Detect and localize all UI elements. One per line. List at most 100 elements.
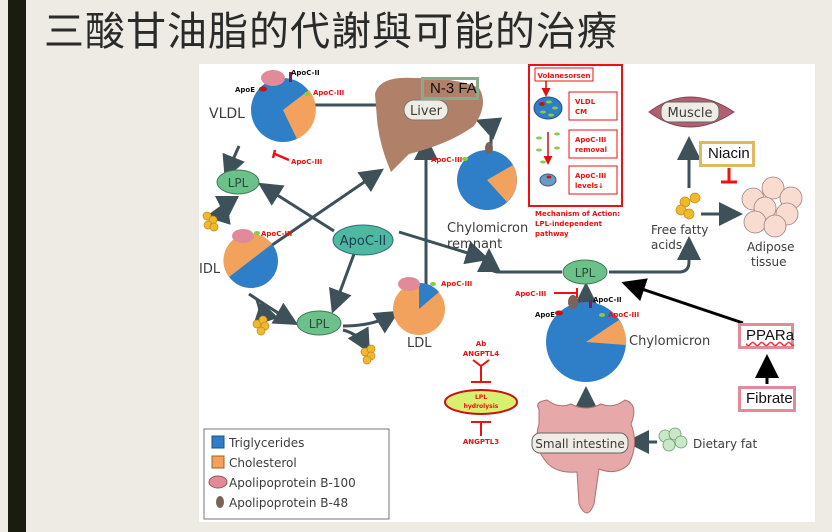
slide-title: 三酸甘油脂的代謝與可能的治療 [44,9,618,55]
lpl3-apoc3-label: ApoC-III [515,290,546,298]
arrow-lpl3-to-remnant [477,248,562,274]
vldl-apoc2 [289,72,292,82]
panel-apoc3-removal-1: ApoC-III [575,136,606,144]
arrow-apoc2-to-remnant [398,230,490,265]
apoc2-node-label: ApoC-II [340,234,387,249]
legend-cholesterol: Cholesterol [229,456,297,470]
idl-apoc3-label: ApoC-III [261,230,292,238]
arrow-lpl-ffa1 [205,197,231,225]
chylomicron-apoc3-inhibition: ApoC-III [515,288,578,298]
n3fa-label: N-3 FA [430,80,477,97]
small-intestine-label: Small intestine [535,437,624,451]
vldl-apoe [259,86,267,92]
dietary-fat: Dietary fat [658,427,757,452]
adipose-label-2: tissue [751,255,787,269]
legend-apob48-icon [216,496,224,508]
idl-label: IDL [199,262,221,277]
volanesorsen-label: Volanesorsen [537,72,590,80]
arrow-idl-to-liver [258,168,384,256]
angptl-inhibition: Ab ANGPTL4 LPL hydrolysis ANGPTL3 [444,340,518,446]
n3fa-annotation: N-3 FA [421,77,479,100]
chylo-apoc2-label: ApoC-II [593,296,622,304]
ldl-label: LDL [407,336,432,351]
vldl-apob100 [261,70,285,86]
angptl3-label: ANGPTL3 [463,438,499,446]
accent-bar [8,0,26,532]
lpl-node-2: LPL [296,310,342,336]
idl-particle: ApoC-III IDL [199,229,292,288]
lpl-1-label: LPL [228,176,249,190]
ffa-label-1: Free fatty [651,223,708,237]
panel-apoc3-levels-1: ApoC-III [575,172,606,180]
ldl-particle: ApoC-III LDL [393,277,472,351]
arrow-remnant-to-liver [475,117,503,152]
apoc2-node: ApoC-II [332,224,394,256]
chylomicron-label: Chylomicron [629,334,710,349]
arrow-lpl3-to-ffa [609,236,701,274]
lpl-hydrolysis-label-2: hydrolysis [464,403,499,410]
arrow-apoc2-to-lpl1 [257,182,335,233]
adipose-label-1: Adipose [747,240,795,254]
moa-caption-1: Mechanism of Action: [535,210,620,218]
arrow-lpl2-to-ldl [342,310,400,334]
vldl-apoc3 [304,92,310,96]
remnant-label-1: Chylomicron [447,221,528,236]
ab-angptl4-label: ANGPTL4 [463,350,499,358]
muscle-label: Muscle [668,106,713,121]
panel-apoc3-levels-2: levels↓ [575,182,604,190]
triglyceride-metabolism-figure: Liver VLDL ApoC-II ApoE ApoC-III ApoC-II… [199,64,815,522]
niacin-label: Niacin [708,145,750,162]
volanesorsen-panel: Volanesorsen VLDL CM ApoC-III removal Ap… [528,64,623,238]
legend-apob100: Apolipoprotein B-100 [229,476,356,490]
panel-vldl-label: VLDL [575,98,596,106]
adipose-tissue: Adipose tissue [741,176,803,269]
vldl-apoc3-inhibition [271,149,290,162]
vldl-label: VLDL [209,106,245,122]
vldl-apoc2-label: ApoC-II [291,69,320,77]
free-fatty-acids: Free fatty acids [651,192,708,252]
chylomicron-remnant-particle: ApoC-III Chylomicron remnant [431,142,528,252]
legend-triglycerides-icon [211,435,225,449]
lpl-hydrolysis-label-1: LPL [475,394,487,401]
legend-apob48: Apolipoprotein B-48 [229,496,348,510]
vldl-apoc3-label: ApoC-III [313,89,344,97]
arrow-idl-to-lpl2 [248,292,299,325]
chylo-apoc3-label: ApoC-III [608,311,639,319]
ffa-label-2: acids [651,238,682,252]
arrow-lpl2-ffa [342,326,370,354]
ldl-apoc3-label: ApoC-III [441,280,472,288]
ffa-cluster-2 [252,315,270,336]
muscle: Muscle [648,96,735,128]
remnant-label-2: remnant [447,237,502,252]
chylo-apoe-label: ApoE [535,311,555,319]
panel-apoc3-removal-2: removal [575,146,607,154]
legend-cholesterol-icon [211,455,225,469]
ab-label: Ab [476,340,486,348]
dietary-fat-label: Dietary fat [693,437,757,451]
fibrate-label: Fibrate [746,390,793,407]
lpl-node-1: LPL [216,169,260,195]
ppara-annotation: PPARa [738,323,794,349]
diagram-canvas: Liver VLDL ApoC-II ApoE ApoC-III ApoC-II… [199,64,803,520]
ffa-cluster-1 [202,211,219,232]
chylomicron-particle: ApoC-II ApoE ApoC-III Chylomicron [535,295,710,382]
vldl-apoe-label: ApoE [235,86,255,94]
panel-cm-label: CM [575,108,587,116]
lpl-2-label: LPL [309,317,330,331]
arrow-apoc2-to-lpl2 [328,253,356,314]
legend: Triglycerides Cholesterol Apolipoprotein… [203,428,390,520]
moa-caption-3: pathway [535,230,569,238]
liver: Liver [375,77,483,172]
vldl-cholesterol [283,90,316,139]
legend-apob100-icon [208,475,228,489]
ppara-label: PPARa [746,327,795,344]
ffa-cluster-3 [360,344,376,365]
liver-shape [375,77,483,172]
pathway-arrows [205,93,743,454]
liver-label: Liver [410,104,443,119]
remnant-apoc3-label: ApoC-III [431,156,462,164]
vldl-particle: VLDL ApoC-II ApoE ApoC-III ApoC-III [209,69,344,166]
lpl-node-3: LPL [562,259,608,285]
fibrate-annotation: Fibrate [738,386,796,412]
lpl-3-label: LPL [575,266,596,280]
